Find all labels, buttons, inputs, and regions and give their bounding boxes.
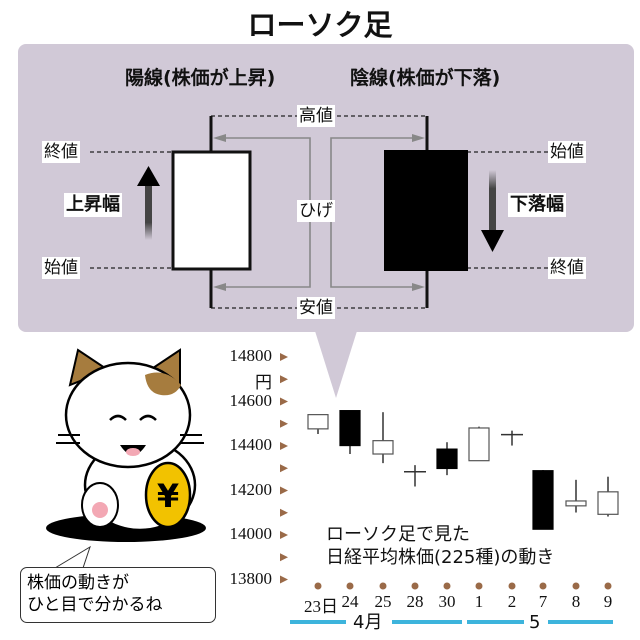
high-price-label: 高値	[297, 105, 335, 127]
right-open-label: 始値	[548, 141, 586, 163]
y-tick-label: 13800	[229, 568, 273, 588]
maneki-neko-mascot: ¥	[46, 348, 206, 542]
wick-label: ひげ	[297, 200, 335, 222]
right-close-label: 終値	[548, 257, 586, 279]
page-title: ローソク足	[247, 8, 393, 42]
y-tick-marker	[280, 397, 288, 406]
y-tick-marker	[280, 553, 288, 562]
y-unit-label: 円	[255, 373, 272, 393]
y-tick-marker	[280, 486, 288, 495]
bullish-heading: 陽線(株価が上昇)	[125, 67, 276, 89]
down-arrow-icon	[481, 170, 504, 252]
speech-bubble: 株価の動きが ひと目で分かるね	[20, 567, 216, 623]
x-tick-label: 30	[438, 592, 456, 611]
y-tick-marker	[280, 353, 288, 361]
bullish-candle-example	[171, 150, 252, 271]
y-tick-marker	[280, 419, 288, 428]
x-tick-label: 24	[341, 592, 359, 611]
x-tick-dot	[572, 582, 580, 590]
x-tick-dot	[443, 582, 451, 590]
x-tick-dot	[314, 582, 322, 590]
y-tick-marker	[280, 442, 288, 450]
y-tick-label: 14600	[229, 390, 273, 410]
candle-bullish	[565, 500, 587, 507]
x-tick-label: 28	[406, 592, 424, 611]
candle-bearish	[436, 448, 458, 470]
x-tick-dot	[379, 582, 387, 590]
x-tick-dot	[508, 582, 516, 590]
y-tick-marker	[280, 464, 288, 473]
x-tick-dot	[539, 582, 547, 590]
x-tick-label: 2	[507, 592, 517, 611]
x-tick-dot	[475, 582, 483, 590]
y-tick-label: 14400	[229, 435, 273, 454]
up-arrow-icon	[137, 166, 160, 240]
x-tick-label: 23日	[304, 597, 338, 616]
month-bar	[392, 620, 462, 624]
chart-title-line-1: ローソク足で見た	[326, 524, 470, 545]
y-tick-marker	[280, 575, 288, 584]
fall-range-label: 下落幅	[508, 193, 566, 217]
month-bar	[548, 620, 613, 624]
candle-bullish	[597, 491, 619, 515]
x-tick-label: 8	[571, 592, 581, 611]
y-tick-label: 14000	[229, 524, 273, 543]
candle-bearish	[339, 410, 361, 447]
y-tick-label: 14200	[229, 479, 273, 499]
speech-line-1: 株価の動きが	[27, 573, 129, 593]
x-tick-label: 9	[603, 592, 613, 611]
x-tick-label: 7	[538, 592, 548, 611]
candle-bullish	[468, 427, 490, 462]
candle-bearish	[532, 470, 554, 530]
yen-coin-icon: ¥	[157, 477, 179, 515]
x-tick-label: 1	[474, 592, 484, 611]
y-tick-label: 14800	[229, 346, 273, 365]
y-tick-marker	[280, 531, 288, 539]
x-tick-dot	[411, 582, 419, 590]
left-open-label: 始値	[42, 257, 80, 279]
panel-pointer	[315, 331, 357, 398]
x-tick-label: 25	[374, 592, 392, 611]
x-tick-dot	[346, 582, 354, 590]
month-bar	[290, 620, 346, 624]
bearish-heading: 陰線(株価が下落)	[350, 67, 501, 89]
bearish-candle-example	[384, 150, 468, 271]
month-bar	[467, 620, 524, 624]
rise-range-label: 上昇幅	[64, 193, 122, 217]
left-close-label: 終値	[42, 141, 80, 163]
x-tick-dot	[604, 582, 612, 590]
month-label-april: 4月	[353, 612, 383, 633]
candle-bullish	[307, 414, 329, 430]
chart-title-line-2: 日経平均株価(225種)の動き	[326, 547, 555, 568]
explanation-panel	[18, 44, 634, 332]
y-tick-marker	[280, 508, 288, 517]
y-tick-marker	[280, 375, 288, 384]
wick-arrowheads	[213, 134, 425, 291]
speech-line-2: ひと目で分かるね	[27, 595, 163, 615]
low-price-label: 安値	[297, 297, 335, 319]
candle-bullish	[372, 440, 394, 455]
month-label-may: 5	[529, 612, 541, 633]
